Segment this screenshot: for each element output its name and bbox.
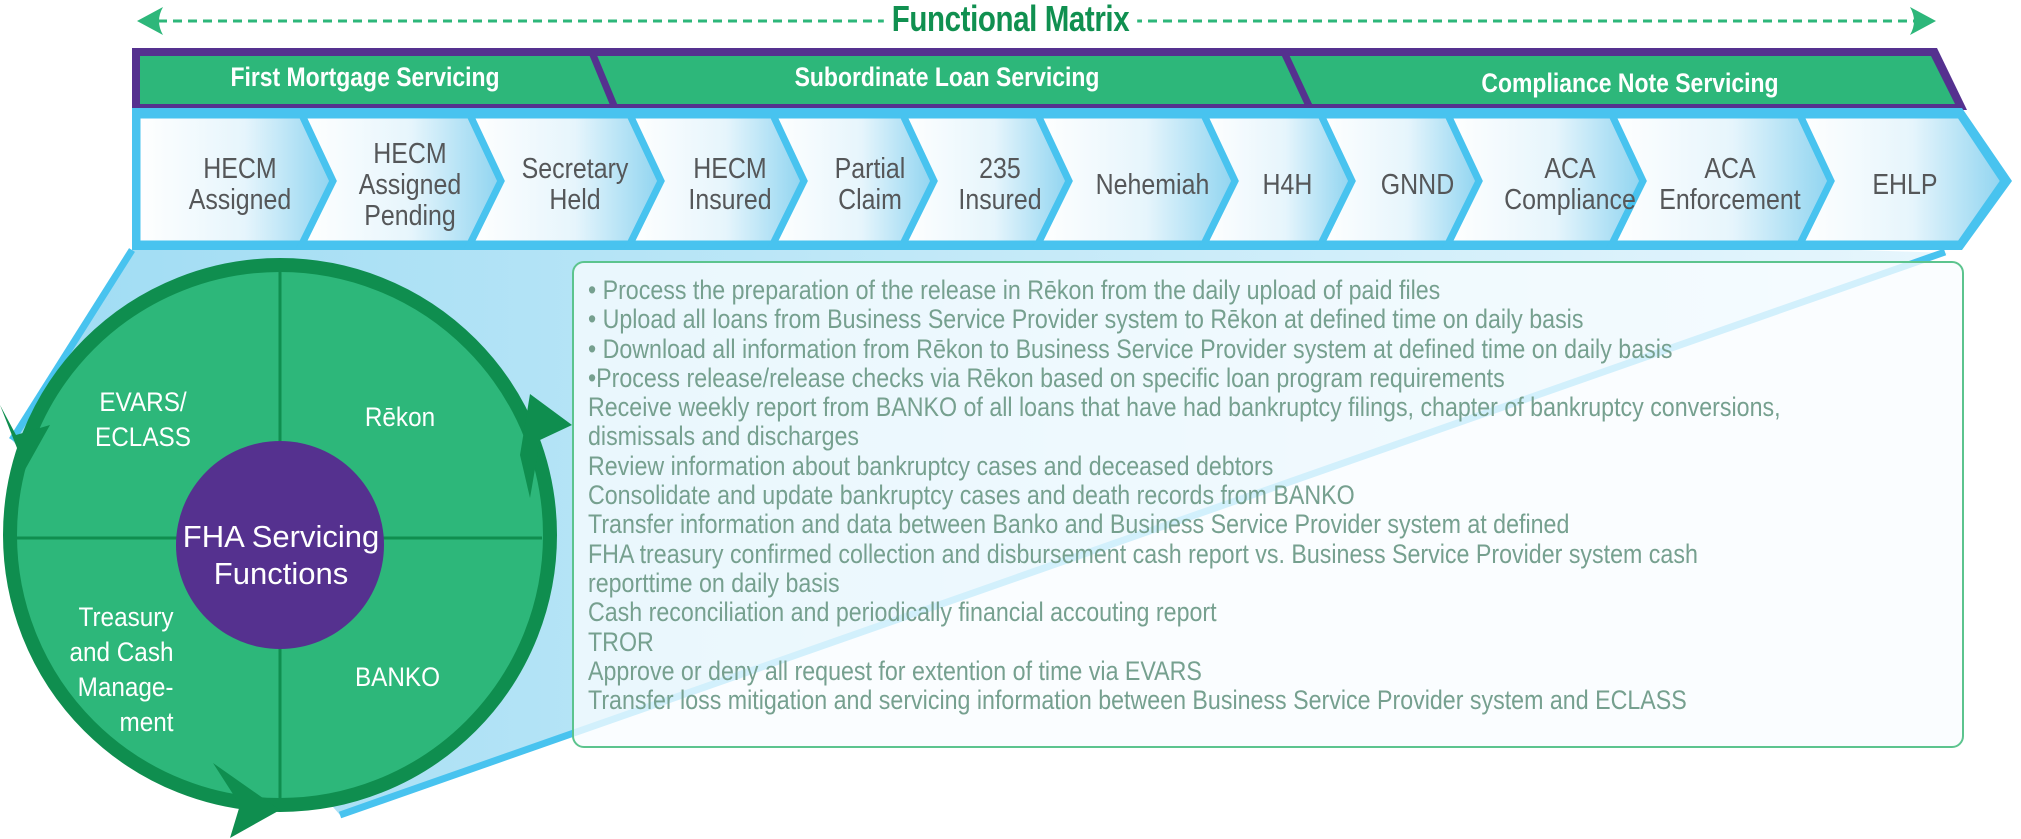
group-compliance-note: Compliance Note Servicing <box>1481 67 1779 98</box>
description-item: Review information about bankruptcy case… <box>588 450 1274 481</box>
service-wheel <box>0 258 572 838</box>
program-aca-enforcement: ACA Enforcement <box>1659 153 1801 216</box>
wheel-rekon: Rēkon <box>364 402 436 432</box>
description-panel <box>572 261 1964 748</box>
arrow-left-icon <box>137 7 163 35</box>
description-item: • Process the preparation of the release… <box>588 275 1441 305</box>
program-gnnd: GNND <box>1380 168 1455 201</box>
description-item: •Process release/release checks via Rēko… <box>588 362 1505 393</box>
program-chevron-strip <box>132 108 2012 250</box>
program-secretary-held: Secretary Held <box>521 153 629 216</box>
description-item: Transfer information and data between Ba… <box>588 509 1570 540</box>
wheel-treasury-cash: Treasury and Cash Manage- ment <box>69 602 174 737</box>
description-item: • Upload all loans from Business Service… <box>588 304 1584 335</box>
program-aca-compliance: ACA Compliance <box>1504 153 1636 216</box>
cycle-arrow-icon <box>213 763 280 838</box>
description-item: Receive weekly report from BANKO of all … <box>588 392 1781 423</box>
group-header-band <box>132 48 1967 110</box>
description-item: Transfer loss mitigation and servicing i… <box>588 685 1687 716</box>
group-first-mortgage: First Mortgage Servicing <box>230 61 500 92</box>
program-partial-claim: Partial Claim <box>834 153 906 216</box>
description-item: • Download all information from Rēkon to… <box>588 333 1673 364</box>
description-item: Consolidate and update bankruptcy cases … <box>588 480 1355 511</box>
page-title: Functional Matrix <box>182 0 1839 40</box>
description-item: FHA treasury confirmed collection and di… <box>588 538 1698 569</box>
program-hecm-insured: HECM Insured <box>688 153 772 216</box>
cycle-arrow-icon <box>520 394 572 498</box>
wheel-banko: BANKO <box>354 662 441 692</box>
description-item: Cash reconciliation and periodically fin… <box>588 597 1217 628</box>
program-hecm-assigned: HECM Assigned <box>188 153 292 216</box>
program-235-insured: 235 Insured <box>958 153 1042 216</box>
program-h4h: H4H <box>1262 168 1313 201</box>
cycle-arrow-icon <box>0 405 50 475</box>
description-item: TROR <box>588 626 654 657</box>
wheel-evars-eclass: EVARS/ ECLASS <box>95 387 191 452</box>
program-ehlp: EHLP <box>1872 168 1938 201</box>
program-nehemiah: Nehemiah <box>1095 168 1210 201</box>
description-list: • Process the preparation of the release… <box>588 275 1964 716</box>
description-item: Approve or deny all request for extentio… <box>588 655 1202 686</box>
program-hecm-assigned-pending: HECM Assigned Pending <box>358 137 462 232</box>
description-item: dismissals and discharges <box>588 421 860 452</box>
wheel-center-fha-servicing: FHA Servicing Functions <box>182 519 380 591</box>
arrow-right-icon <box>1910 7 1936 35</box>
description-item: reporttime on daily basis <box>588 567 840 598</box>
group-subordinate-loan: Subordinate Loan Servicing <box>794 61 1100 92</box>
title-text: Functional Matrix <box>883 0 1138 39</box>
